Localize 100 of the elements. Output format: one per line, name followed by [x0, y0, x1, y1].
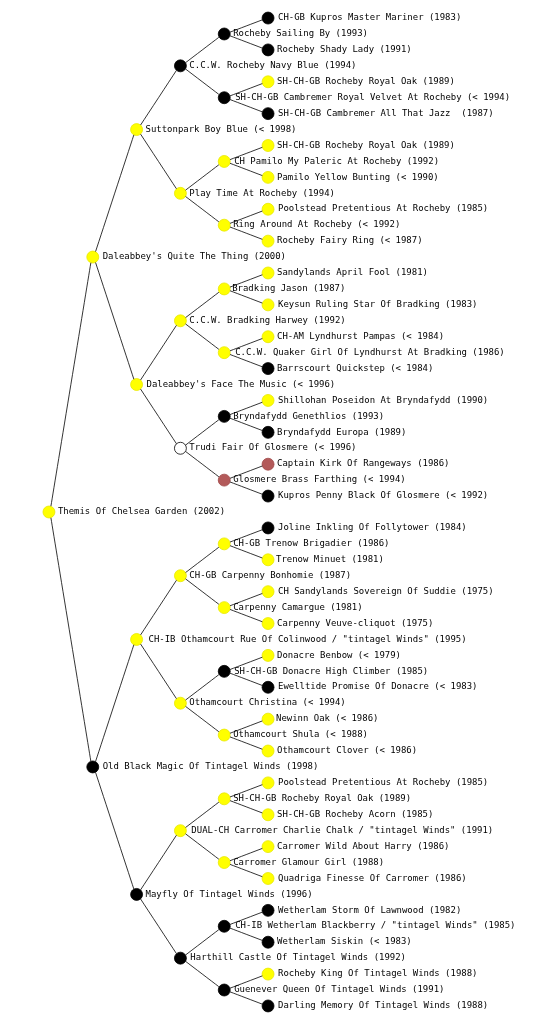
node-circle	[261, 11, 274, 25]
connector	[229, 656, 263, 670]
connector	[229, 19, 263, 33]
node-circle	[129, 633, 143, 646]
node-label: Othamcourt Clover (< 1986)	[276, 745, 417, 756]
node-circle	[261, 617, 274, 630]
node-circle	[173, 569, 187, 583]
node-label: Shillohan Poseidon At Bryndafydd (1990)	[277, 394, 488, 405]
node-label: Barrscourt Quickstep (< 1984)	[276, 362, 433, 373]
connector	[229, 545, 263, 559]
node-circle	[261, 394, 274, 407]
node-label: Newinn Oak (< 1986)	[275, 713, 378, 724]
node-circle	[217, 601, 231, 614]
node-label: Quadriga Finesse Of Carromer (1986)	[277, 872, 467, 883]
connector	[139, 388, 177, 445]
connector	[229, 991, 263, 1005]
node-circle	[217, 473, 231, 487]
node-circle	[261, 202, 274, 216]
node-label: Sandylands April Fool (1981)	[276, 267, 428, 278]
node-label: CH-GB Trenow Brigadier (1986)	[232, 538, 390, 549]
node-circle	[261, 234, 274, 248]
node-circle	[217, 664, 231, 678]
node-label: Ewelltide Promise Of Donacre (< 1983)	[277, 681, 477, 692]
node-label: Daleabbey's Face The Music (< 1996)	[146, 378, 335, 389]
node-label: Trudi Fair Of Glosmere (< 1996)	[188, 442, 356, 453]
node-circle	[261, 585, 274, 599]
connector	[184, 578, 219, 605]
connector	[139, 834, 177, 891]
node-circle	[217, 27, 231, 41]
node-circle	[129, 378, 143, 391]
node-label: Suttonpark Boy Blue (< 1998)	[145, 123, 296, 134]
connector	[184, 960, 219, 988]
node-label: C.C.W. Bradking Harwey (1992)	[188, 314, 346, 325]
node-circle	[261, 553, 274, 567]
node-circle	[261, 840, 274, 853]
node-label: C.C.W. Quaker Girl Of Lyndhurst At Bradking (1986)	[234, 346, 505, 357]
node-label: Poolstead Pretentious At Rocheby (1985)	[277, 203, 488, 214]
node-circle	[261, 489, 274, 503]
node-label: Wetherlam Siskin (< 1983)	[276, 936, 412, 947]
node-label: SH-CH-GB Cambremer All That Jazz (1987)	[277, 107, 494, 118]
connector	[184, 419, 219, 446]
node-label: Harthill Castle Of Tintagel Winds (1992)	[189, 952, 406, 963]
connector	[184, 323, 219, 350]
node-label: Bryndafydd Genethlios (1993)	[232, 410, 384, 421]
node-circle	[261, 712, 274, 726]
connector	[229, 401, 263, 415]
connector	[229, 784, 263, 798]
connector	[184, 68, 219, 95]
node-circle	[129, 123, 143, 136]
connector	[229, 800, 263, 814]
node-label: DUAL-CH Carromer Charlie Chalk / "tintagel Winds" (1991)	[190, 824, 493, 835]
node-circle	[217, 410, 231, 423]
connector	[139, 133, 177, 190]
node-label: Themis Of Chelsea Garden (2002)	[57, 506, 225, 517]
connector	[229, 465, 263, 479]
node-label: Guenever Queen Of Tintagel Winds (1991)	[233, 984, 444, 995]
node-circle	[173, 441, 187, 455]
connector	[229, 864, 263, 878]
node-circle	[261, 649, 274, 662]
node-circle	[261, 872, 274, 885]
node-circle	[261, 171, 274, 184]
node-label: CH-GB Carpenny Bonhomie (1987)	[188, 569, 351, 580]
node-label: Rocheby Sailing By (1993)	[232, 28, 368, 39]
node-label: Poolstead Pretentious At Rocheby (1985)	[277, 777, 488, 788]
node-label: Rocheby Shady Lady (1991)	[276, 44, 412, 55]
node-label: Captain Kirk Of Rangeways (1986)	[276, 458, 450, 469]
node-label: CH-IB Othamcourt Rue Of Colinwood / "tintagel Winds" (1995)	[148, 633, 467, 644]
connector	[229, 848, 263, 862]
node-circle	[261, 43, 274, 57]
node-circle	[261, 904, 274, 917]
connector	[139, 643, 177, 700]
node-circle	[173, 314, 187, 328]
connector	[184, 546, 219, 573]
connector	[184, 706, 219, 733]
connector	[94, 262, 134, 380]
node-label: Play Time At Rocheby (1994)	[188, 187, 335, 198]
node-label: Wetherlam Storm Of Lawnwood (1982)	[277, 904, 461, 915]
node-circle	[85, 760, 99, 774]
connector	[229, 274, 263, 288]
node-circle	[261, 266, 274, 280]
connector	[184, 674, 219, 701]
connector	[229, 975, 263, 989]
connector	[139, 70, 177, 126]
node-label: Carpenny Veuve-cliquot (1975)	[276, 617, 433, 628]
node-label: Kupros Penny Black Of Glosmere (< 1992)	[277, 490, 488, 501]
node-label: CH-AM Lyndhurst Pampas (< 1984)	[276, 330, 444, 341]
node-circle	[217, 856, 231, 869]
connector	[50, 517, 91, 762]
node-label: Pamilo Yellow Bunting (< 1990)	[276, 171, 439, 182]
node-label: Rocheby King Of Tintagel Winds (1988)	[277, 968, 477, 979]
node-circle	[217, 537, 231, 551]
node-circle	[217, 155, 231, 168]
connector	[184, 929, 219, 956]
node-circle	[261, 521, 274, 535]
connector	[94, 644, 134, 762]
node-label: Othamcourt Shula (< 1988)	[232, 729, 368, 740]
connector	[229, 338, 263, 352]
connector	[229, 417, 263, 431]
node-circle	[261, 330, 274, 344]
node-circle	[261, 967, 274, 981]
